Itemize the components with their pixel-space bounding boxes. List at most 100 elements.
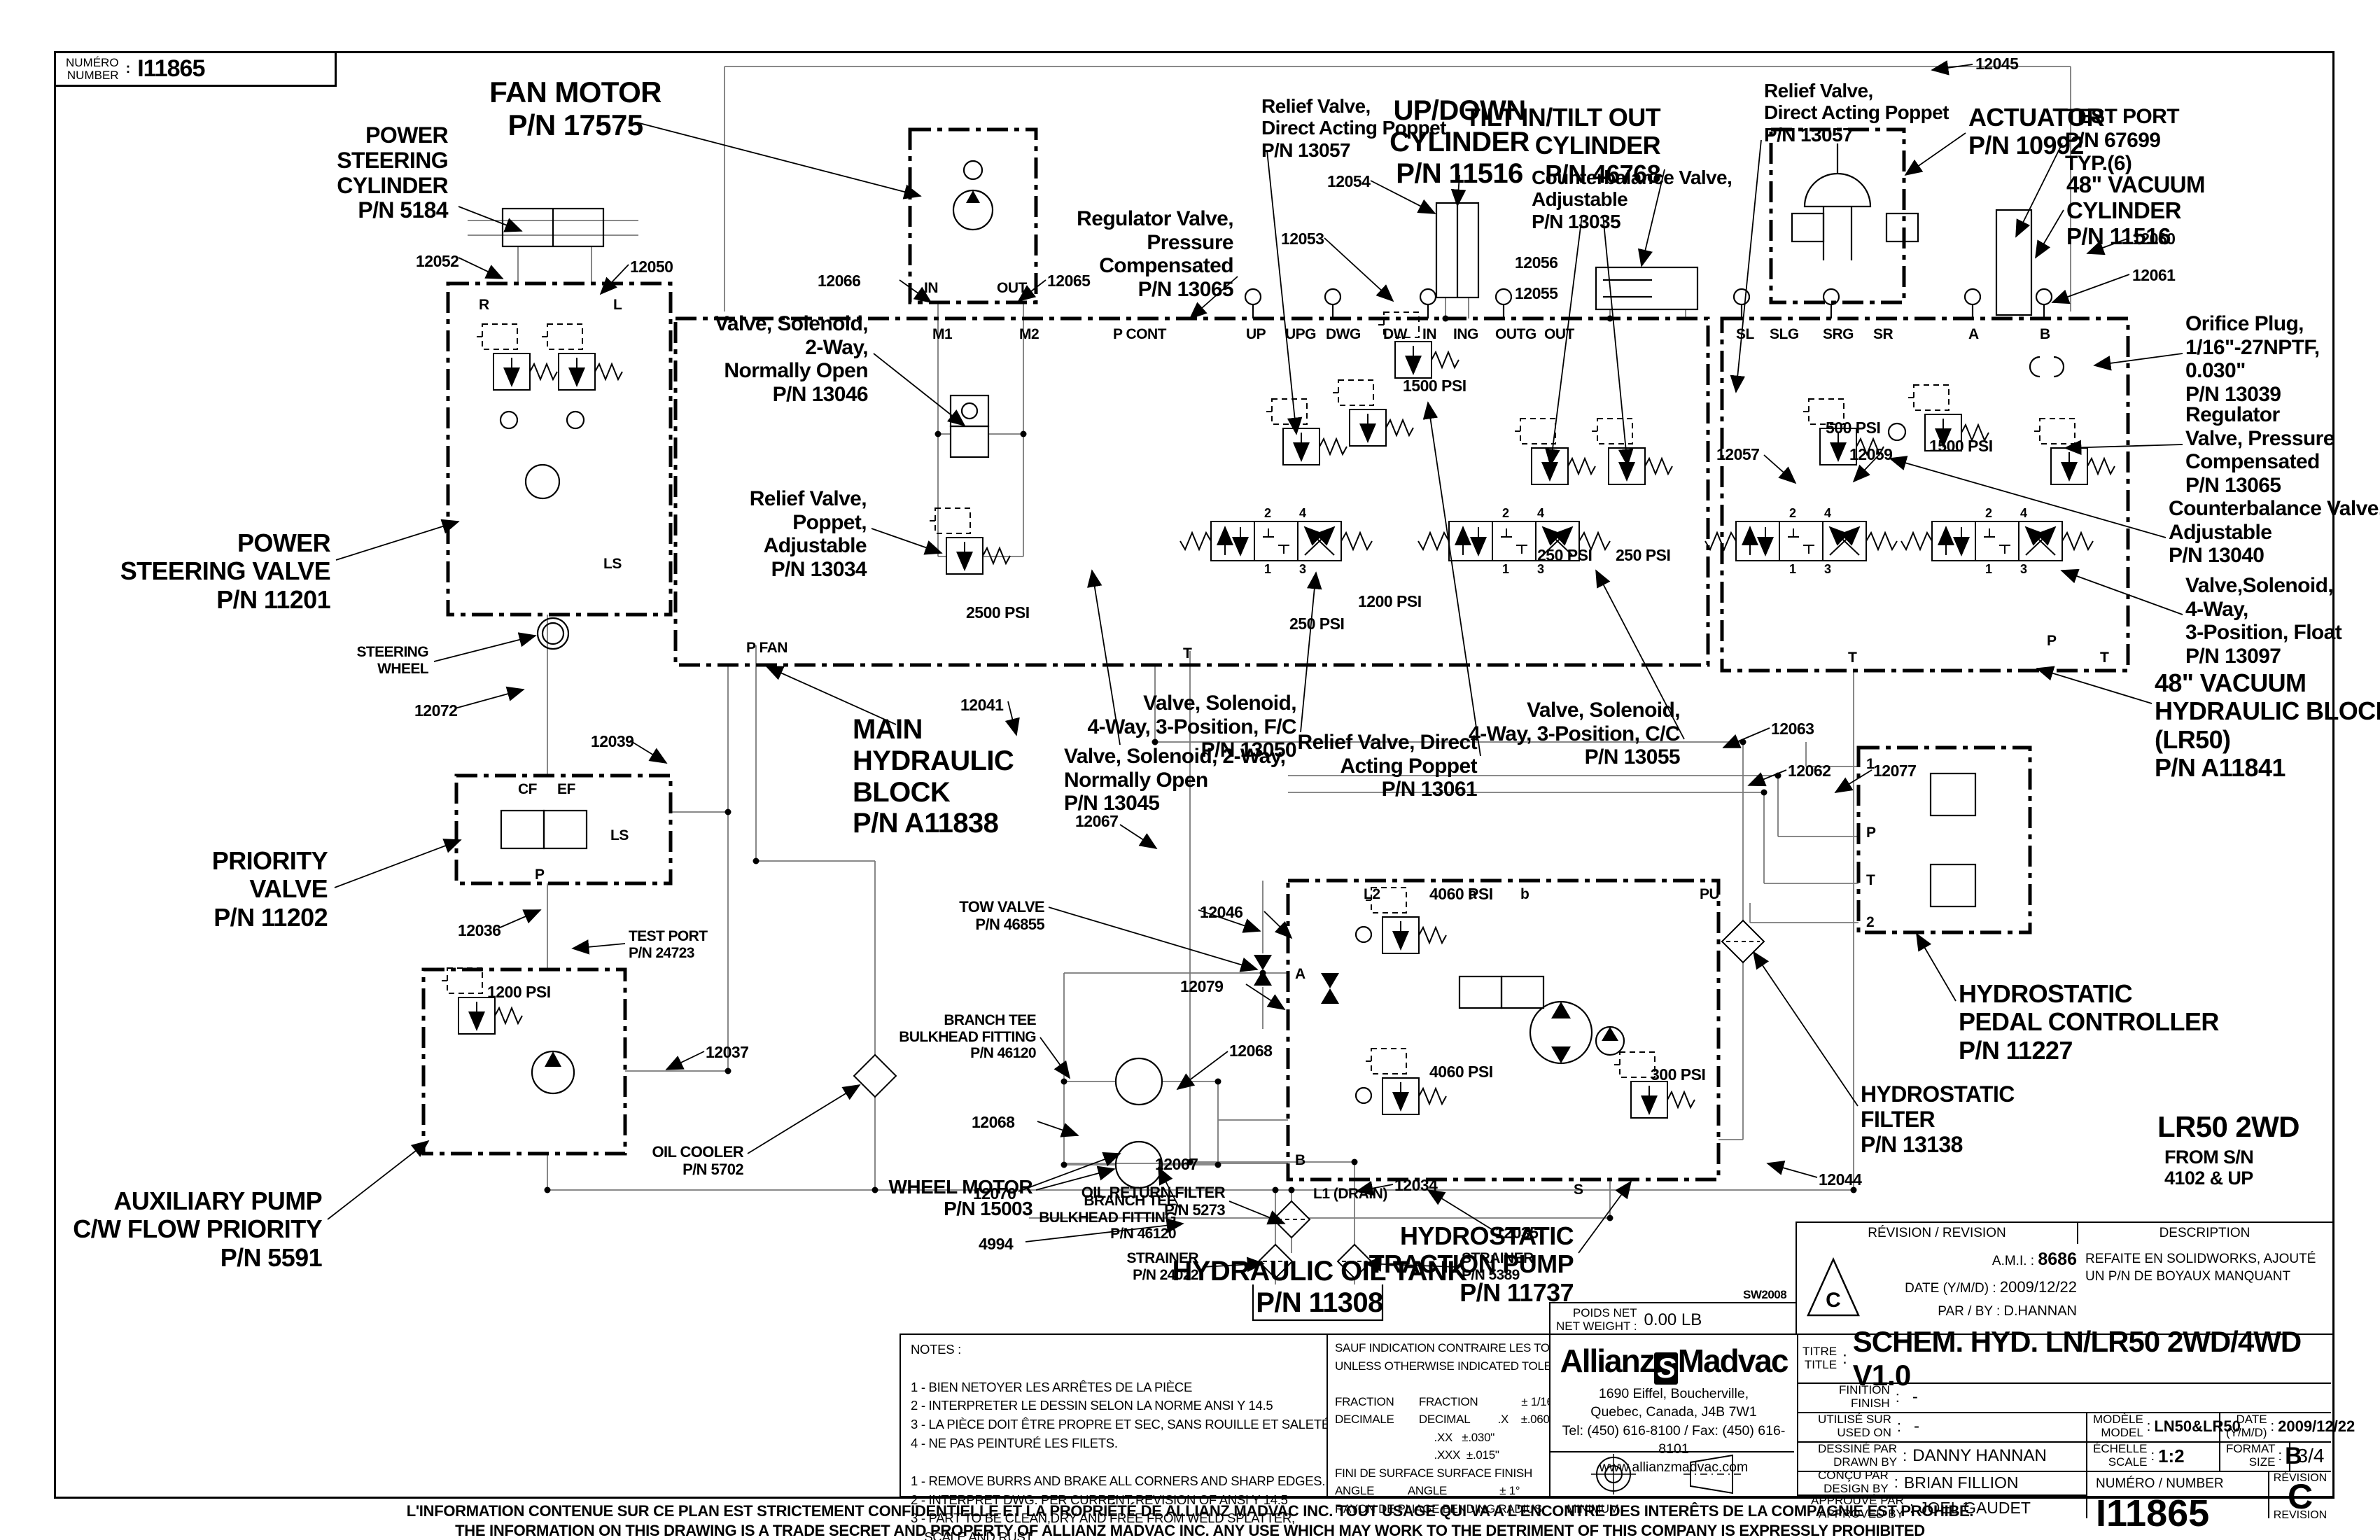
callout-valve-solenoid-13097: Valve,Solenoid, 4-Way, 3-Position, Float… [2185,574,2342,668]
port-label: CF [518,781,538,797]
port-label: B [2040,326,2050,342]
drawing-number-value: I11865 [137,55,205,82]
svg-text:4: 4 [1824,506,1831,520]
callout-orifice-plug: Orifice Plug, 1/16"-27NPTF, 0.030" P/N 1… [2185,312,2320,406]
callout-vacuum-cylinder: 48" VACUUM CYLINDER P/N 11516 [2066,172,2206,249]
ref-number: 12067 [1155,1155,1198,1173]
callout-valve-solenoid-13045: Valve, Solenoid, 2-Way, Normally Open P/… [1064,745,1286,816]
ref-number: 12065 [1047,272,1091,290]
port-label: M1 [932,326,953,342]
port-label: SLG [1770,326,1799,342]
svg-text:3: 3 [1299,562,1306,576]
pressure-label: 500 PSI [1826,419,1881,437]
callout-hydrostatic-traction-pump: HYDROSTATIC TRACTION PUMP P/N 11737 [1368,1222,1574,1307]
ref-number: 12035 [1495,1224,1539,1242]
size-value: B [2285,1442,2302,1469]
design-by-value: BRIAN FILLION [1903,1473,2019,1492]
logo-s-icon: S [1653,1352,1678,1385]
port-label: ING [1453,326,1478,342]
ref-number: 12039 [591,732,634,750]
pressure-label: 300 PSI [1651,1065,1706,1084]
disclaimer-line2: THE INFORMATION ON THIS DRAWING IS A TRA… [455,1522,1925,1539]
svg-text:2: 2 [1789,506,1796,520]
callout-relief-13057-left: Relief Valve, Direct Acting Poppet P/N 1… [1261,95,1446,161]
date-value: 2009/12/22 [2278,1418,2356,1435]
ref-number: 12070 [973,1184,1016,1203]
ref-number: 12077 [1873,762,1917,780]
ref-number: 12060 [2132,230,2176,248]
ref-number: 12061 [2132,266,2176,284]
ref-number: 12036 [458,921,501,939]
callout-test-port-67699: TEST PORT P/N 67699 TYP.(6) [2065,105,2180,176]
callout-hydraulic-oil-tank: HYDRAULIC OIL TANK P/N 11308 [1172,1256,1467,1318]
callout-test-port-24723: TEST PORT P/N 24723 [629,928,708,961]
ref-number: 12050 [630,258,673,276]
sw-version: SW2008 [1743,1288,1787,1301]
svg-text:2: 2 [1264,506,1271,520]
number-cell: NUMÉRO / NUMBER I11865 [2086,1471,2268,1534]
ref-number: 12079 [1180,977,1224,995]
company-web: www.allianzmadvac.com [1599,1460,1749,1476]
port-label: L1 (DRAIN) [1313,1186,1387,1202]
pressure-label: 250 PSI [1537,546,1592,564]
callout-relief-13061: Relief Valve, Direct Acting Poppet P/N 1… [1297,731,1478,802]
sheet-number: 3/4 [2297,1445,2325,1466]
port-label: P [535,867,545,883]
port-label: DW [1383,326,1408,342]
model-value: LN50&LR50 [2154,1418,2241,1435]
net-weight-value: 0.00 LB [1644,1310,1702,1329]
by-row: PAR / BY : D.HANNAN [1938,1303,2077,1319]
port-label: R [479,297,489,313]
port-label: DWG [1326,326,1361,342]
callout-counterbalance-13040: Counterbalance Valve, Adjustable P/N 130… [2169,497,2380,568]
description-header: DESCRIPTION [2077,1223,2331,1244]
ref-number: 12037 [706,1043,749,1061]
ref-number: 12072 [414,701,458,720]
port-label: P [2047,633,2057,649]
ref-number: 12056 [1515,253,1558,272]
port-label: SR [1873,326,1893,342]
port-label: IN [924,280,939,296]
svg-text:4: 4 [1537,506,1544,520]
svg-text:3: 3 [1824,562,1831,576]
port-label: IN [1422,326,1437,342]
company-address1: 1690 Eiffel, Boucherville, [1598,1386,1749,1401]
callout-regulator-13065-left: Regulator Valve, Pressure Compensated P/… [1077,207,1233,301]
ref-number: 12063 [1771,720,1814,738]
ref-number: 12034 [1394,1176,1438,1194]
ref-number: 12068 [972,1113,1015,1131]
port-label: T [1866,872,1875,888]
pressure-label: 250 PSI [1289,615,1345,633]
ref-number: 12044 [1819,1170,1862,1189]
ref-number: 12046 [1200,903,1243,921]
port-label: L [613,297,622,313]
svg-text:1: 1 [1502,562,1509,576]
notes-box: NOTES : 1 - BIEN NETOYER LES ARRÊTES DE … [899,1334,1330,1540]
approved-by-value: JOEL GAUDET [1919,1498,2031,1517]
finish-value: - [1912,1387,1918,1406]
scale-value: 1:2 [2158,1445,2185,1466]
callout-counterbalance-13035: Counterbalance Valve, Adjustable P/N 130… [1532,167,1732,232]
callout-oil-return-filter: OIL RETURN FILTER P/N 5273 [1081,1184,1226,1219]
port-label: T [2100,650,2109,666]
svg-text:2: 2 [1985,506,1992,520]
port-label: OUT [1544,326,1574,342]
svg-text:1: 1 [1264,562,1271,576]
svg-text:4: 4 [2020,506,2027,520]
svg-text:3: 3 [1537,562,1544,576]
pressure-label: 2500 PSI [966,603,1030,622]
date-label: DATE(Y/M/D) [2226,1413,2267,1439]
port-label: OUTG [1495,326,1536,342]
